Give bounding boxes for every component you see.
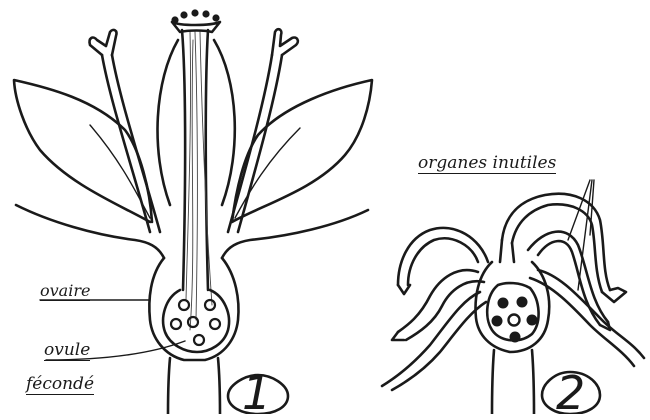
ovule-grown [492, 316, 503, 327]
left-petal [14, 80, 152, 222]
label-ovaire: ovaire [40, 283, 90, 301]
flower-stem-2 [492, 350, 534, 414]
ovule [188, 317, 198, 327]
label-organes-inutiles: organes inutiles [418, 155, 556, 174]
withered-tip-1 [602, 288, 626, 302]
figure-2-flower [382, 180, 644, 414]
label-feconde: fécondé [26, 376, 94, 395]
left-anther [90, 30, 117, 55]
withered-right-petal [528, 232, 608, 325]
label-ovule: ovule [44, 342, 90, 361]
withered-left-petal-top [398, 228, 488, 285]
ovule-grown [498, 298, 509, 309]
ovule-grown [517, 297, 528, 308]
ovule [171, 319, 181, 329]
ovary-neck-2 [500, 240, 514, 262]
withered-tip-4 [392, 332, 404, 340]
ovule-grown [527, 315, 538, 326]
ovule [179, 300, 189, 310]
withered-tip-3 [398, 285, 410, 294]
left-stamen-inner [102, 55, 150, 232]
pollen-tube-1 [186, 32, 191, 300]
ovule [205, 300, 215, 310]
ovary-inner-wall-2 [487, 283, 538, 340]
figure-number-2: 2 [556, 370, 585, 416]
right-stamen-inner [238, 55, 282, 232]
ovary-outer-wall [149, 258, 238, 360]
right-anther [272, 29, 298, 55]
stigma-knob [202, 10, 209, 17]
figure-number-1: 1 [242, 370, 271, 416]
stigma-knob [191, 9, 198, 16]
left-receptacle-curve [16, 205, 164, 258]
stigma-knob [180, 11, 187, 18]
stigma [172, 22, 220, 32]
ovule-grown [510, 332, 521, 343]
ovule [194, 335, 204, 345]
stigma-knob [212, 14, 219, 21]
ovule [210, 319, 220, 329]
pollen-tube-2 [195, 32, 197, 320]
ovule-grown [509, 315, 520, 326]
flower-stem [168, 358, 220, 414]
right-petal [232, 80, 372, 222]
stigma-knob [171, 16, 178, 23]
